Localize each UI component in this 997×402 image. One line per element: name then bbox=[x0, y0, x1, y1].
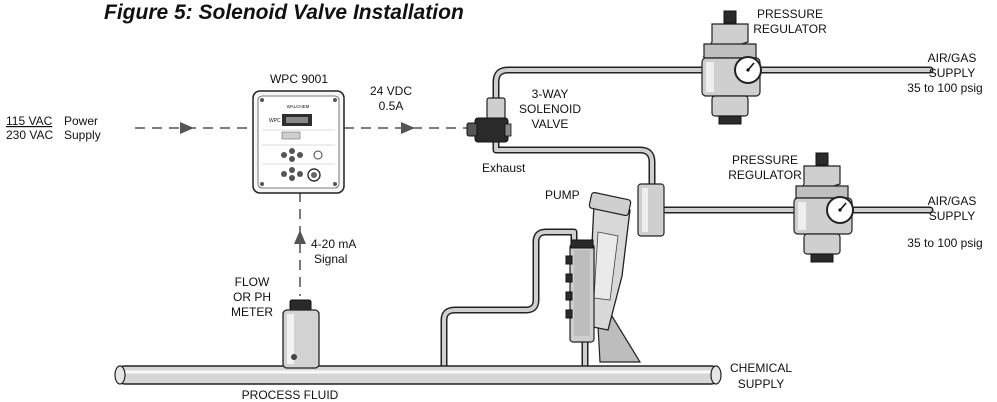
pump-label: PUMP bbox=[545, 188, 580, 202]
controller-brand: WALCHEM bbox=[287, 104, 310, 109]
svg-text:Signal: Signal bbox=[314, 252, 347, 266]
svg-text:35 to 100 psig: 35 to 100 psig bbox=[907, 81, 982, 95]
signal-label: 4-20 mA Signal bbox=[311, 237, 356, 266]
power-supply-label: 115 VAC Power 230 VAC Supply bbox=[6, 114, 101, 142]
pressure-regulator-top bbox=[701, 10, 762, 125]
solenoid-valve bbox=[466, 97, 512, 143]
svg-text:115 VAC: 115 VAC bbox=[6, 114, 53, 128]
wpc-controller: WALCHEM WPC bbox=[252, 90, 345, 194]
svg-text:35 to 100 psig: 35 to 100 psig bbox=[907, 236, 982, 250]
valve-power-line bbox=[344, 122, 470, 134]
svg-text:AIR/GAS: AIR/GAS bbox=[928, 194, 977, 208]
svg-text:0.5A: 0.5A bbox=[379, 99, 404, 113]
pressure-regulator-bottom-label: PRESSURE REGULATOR bbox=[728, 153, 802, 182]
process-fluid-pipe bbox=[114, 365, 722, 385]
process-fluid-label: PROCESS FLUID bbox=[242, 388, 339, 402]
figure-title: Figure 5: Solenoid Valve Installation bbox=[104, 1, 464, 24]
controller-label: WPC 9001 bbox=[270, 72, 328, 86]
chemical-supply-label: CHEMICAL SUPPLY bbox=[730, 361, 792, 391]
power-line bbox=[135, 122, 252, 134]
svg-text:VALVE: VALVE bbox=[532, 117, 569, 131]
svg-text:PRESSURE: PRESSURE bbox=[757, 7, 823, 21]
svg-text:230 VAC: 230 VAC bbox=[6, 128, 53, 142]
controller-keypad[interactable] bbox=[281, 148, 323, 182]
svg-text:OR PH: OR PH bbox=[233, 290, 271, 304]
svg-text:4-20 mA: 4-20 mA bbox=[311, 237, 356, 251]
pressure-regulator-bottom bbox=[793, 152, 854, 263]
svg-text:Power: Power bbox=[64, 114, 98, 128]
svg-text:METER: METER bbox=[231, 305, 273, 319]
svg-text:3-WAY: 3-WAY bbox=[532, 87, 569, 101]
flow-ph-meter bbox=[282, 299, 320, 369]
svg-text:PRESSURE: PRESSURE bbox=[732, 153, 798, 167]
controller-model-badge: WPC bbox=[269, 118, 281, 124]
svg-text:SUPPLY: SUPPLY bbox=[929, 209, 975, 223]
air-pipes bbox=[492, 66, 934, 214]
air-gas-supply-top-label: AIR/GAS SUPPLY 35 to 100 psig bbox=[907, 51, 982, 95]
svg-text:SUPPLY: SUPPLY bbox=[738, 377, 784, 391]
solenoid-valve-label: 3-WAY SOLENOID VALVE bbox=[519, 87, 581, 131]
svg-text:24 VDC: 24 VDC bbox=[370, 84, 412, 98]
svg-text:REGULATOR: REGULATOR bbox=[728, 168, 802, 182]
air-gas-supply-bottom-label: AIR/GAS SUPPLY 35 to 100 psig bbox=[907, 194, 982, 250]
svg-text:REGULATOR: REGULATOR bbox=[753, 22, 827, 36]
valve-power-label: 24 VDC 0.5A bbox=[370, 84, 412, 113]
air-pump bbox=[565, 183, 665, 363]
svg-text:SUPPLY: SUPPLY bbox=[929, 66, 975, 80]
svg-text:FLOW: FLOW bbox=[235, 275, 270, 289]
svg-text:Supply: Supply bbox=[64, 128, 101, 142]
svg-text:SOLENOID: SOLENOID bbox=[519, 102, 581, 116]
svg-text:CHEMICAL: CHEMICAL bbox=[730, 361, 792, 375]
exhaust-label: Exhaust bbox=[482, 161, 526, 175]
svg-text:AIR/GAS: AIR/GAS bbox=[928, 51, 977, 65]
meter-label: FLOW OR PH METER bbox=[231, 275, 273, 319]
signal-line bbox=[294, 192, 306, 296]
pressure-regulator-top-label: PRESSURE REGULATOR bbox=[753, 7, 827, 36]
